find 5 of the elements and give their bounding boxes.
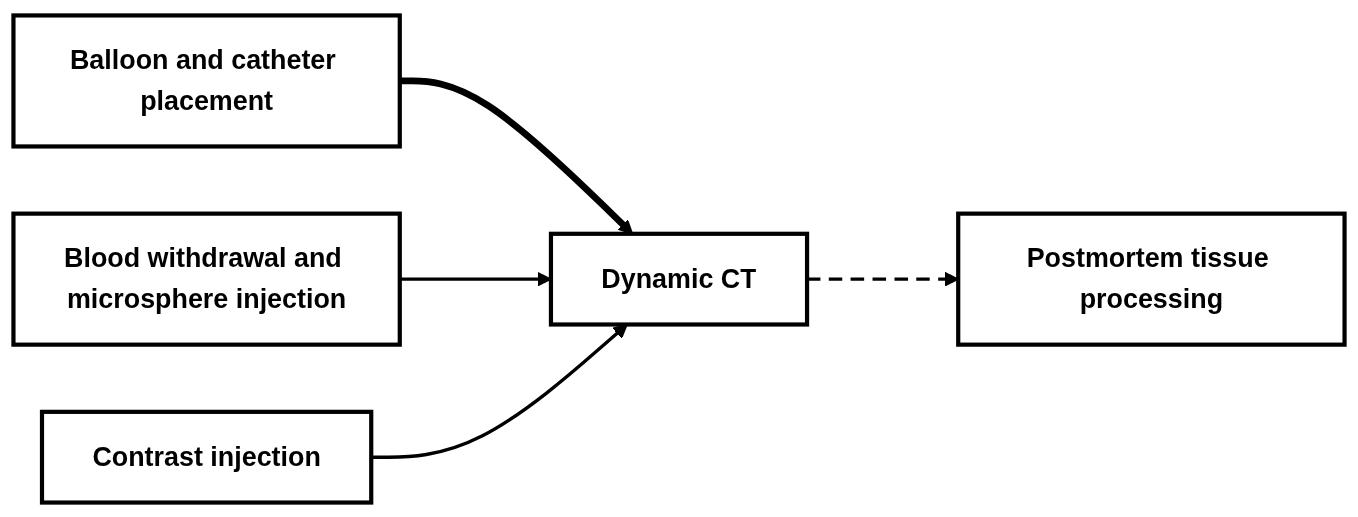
node-box: Blood withdrawal and microsphere injection <box>11 211 402 347</box>
node-box: Contrast injection <box>39 409 374 505</box>
node-box: Balloon and catheter placement <box>11 12 402 149</box>
node-box: Dynamic CT <box>548 231 810 327</box>
node-box: Postmortem tissue processing <box>956 211 1347 347</box>
